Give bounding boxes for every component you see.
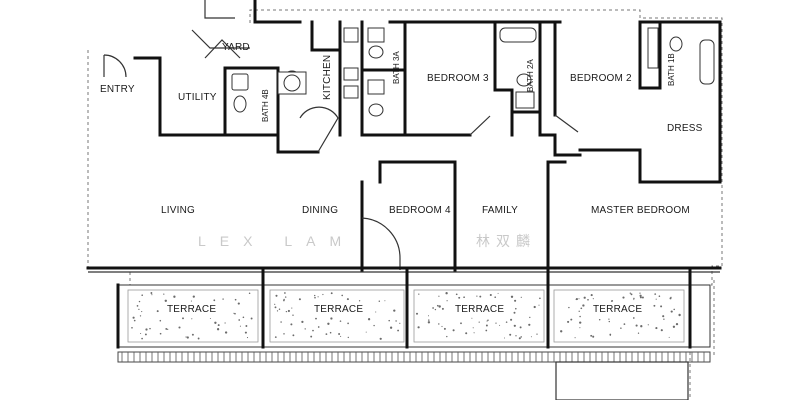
room-label-bath-3a: BATH 3A: [392, 51, 401, 84]
room-label-terrace-4: TERRACE: [593, 304, 642, 315]
fixtures: [231, 27, 715, 117]
room-label-living: LIVING: [161, 205, 195, 216]
room-label-bath-1b: BATH 1B: [667, 53, 676, 86]
terrace-railing: [121, 352, 705, 362]
room-label-terrace-2: TERRACE: [314, 304, 363, 315]
room-label-family: FAMILY: [482, 205, 518, 216]
room-label-dining: DINING: [302, 205, 338, 216]
room-label-bedroom-2: BEDROOM 2: [570, 73, 632, 84]
terrace-belt: [116, 266, 711, 400]
top-strip: [204, 0, 722, 24]
room-label-entry: ENTRY: [100, 84, 135, 95]
room-label-bath-4b: BATH 4B: [261, 89, 270, 122]
room-label-master-bedroom: MASTER BEDROOM: [591, 205, 690, 216]
room-label-bedroom-3: BEDROOM 3: [427, 73, 489, 84]
room-label-dress: DRESS: [667, 123, 703, 134]
watermark-latin: LEX LAM: [198, 233, 355, 249]
room-label-bedroom-4: BEDROOM 4: [389, 205, 451, 216]
interior-walls: [86, 20, 722, 273]
room-label-kitchen: KITCHEN: [322, 55, 333, 100]
room-label-utility: UTILITY: [178, 92, 217, 103]
room-labels: YARD ENTRY UTILITY BATH 4B KITCHEN BATH …: [100, 42, 703, 315]
room-label-bath-2a: BATH 2A: [526, 59, 535, 92]
watermark: LEX LAM 林双麟: [198, 233, 536, 250]
room-label-terrace-1: TERRACE: [167, 304, 216, 315]
room-label-yard: YARD: [222, 42, 250, 53]
watermark-cjk: 林双麟: [476, 234, 536, 250]
room-label-terrace-3: TERRACE: [455, 304, 504, 315]
terrace-texture: [131, 292, 681, 340]
